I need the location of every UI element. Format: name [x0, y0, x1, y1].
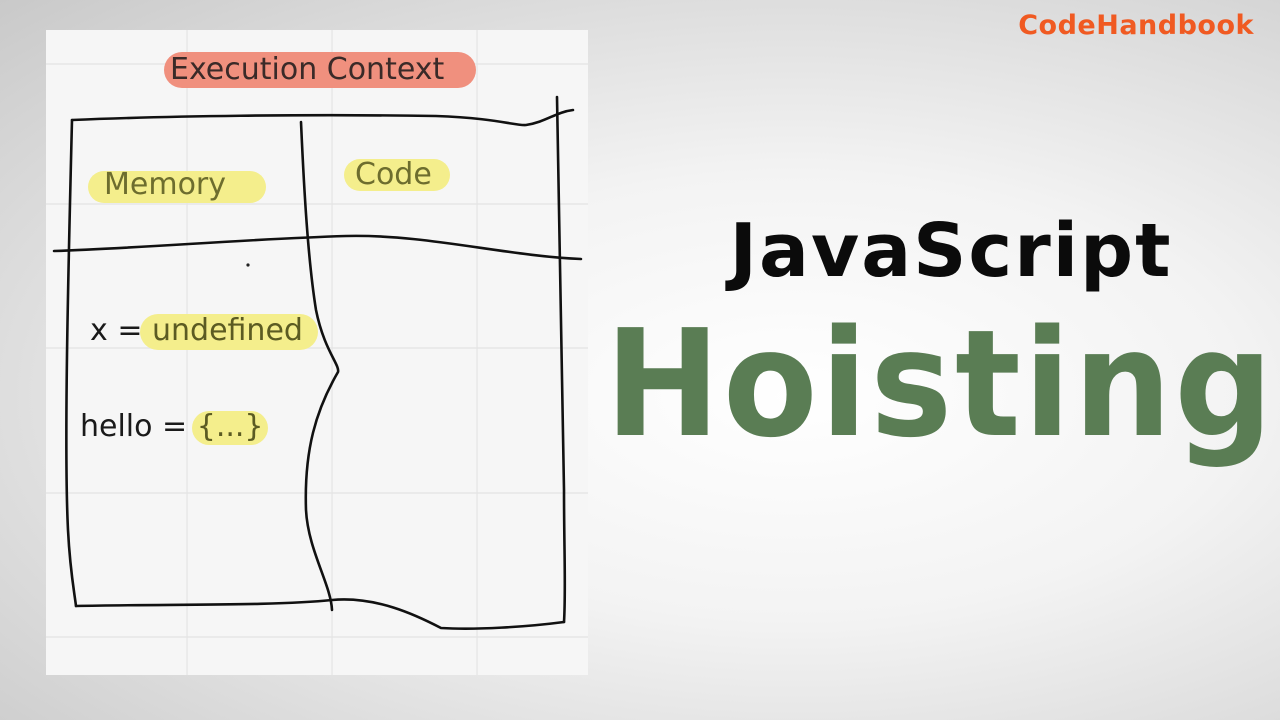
memory-entry-x: x = undefined — [90, 316, 303, 346]
variable-value: {...} — [196, 409, 264, 444]
whiteboard-drawing — [46, 30, 588, 675]
assign-operator: = — [162, 409, 188, 444]
undefined-highlight — [140, 314, 318, 350]
memory-entry-hello: hello = {...} — [80, 412, 264, 442]
code-highlight — [344, 159, 450, 191]
object-highlight — [192, 411, 268, 445]
heading-highlight — [164, 52, 476, 88]
title-javascript: JavaScript — [729, 208, 1173, 294]
table-top-line — [70, 108, 575, 127]
stray-dot — [246, 263, 250, 267]
assign-operator: = — [117, 313, 143, 348]
title-hoisting: Hoisting — [605, 298, 1276, 470]
context-table-lines — [52, 95, 583, 630]
whiteboard-diagram: Execution Context Memory Code x = undefi… — [46, 30, 588, 675]
table-header-line — [52, 234, 583, 261]
table-bottom-line — [74, 598, 566, 630]
whiteboard-paper — [46, 30, 588, 675]
table-right-line — [555, 95, 567, 624]
memory-highlight — [88, 171, 266, 203]
paper-grid — [46, 30, 588, 675]
variable-value: undefined — [152, 313, 303, 348]
brand-logo-text: CodeHandbook — [1018, 10, 1254, 41]
variable-name: hello — [80, 409, 153, 444]
table-left-line — [65, 118, 78, 608]
variable-name: x — [90, 313, 108, 348]
memory-column-label: Memory — [104, 167, 227, 202]
code-column-label: Code — [355, 157, 432, 192]
execution-context-label: Execution Context — [170, 52, 445, 87]
